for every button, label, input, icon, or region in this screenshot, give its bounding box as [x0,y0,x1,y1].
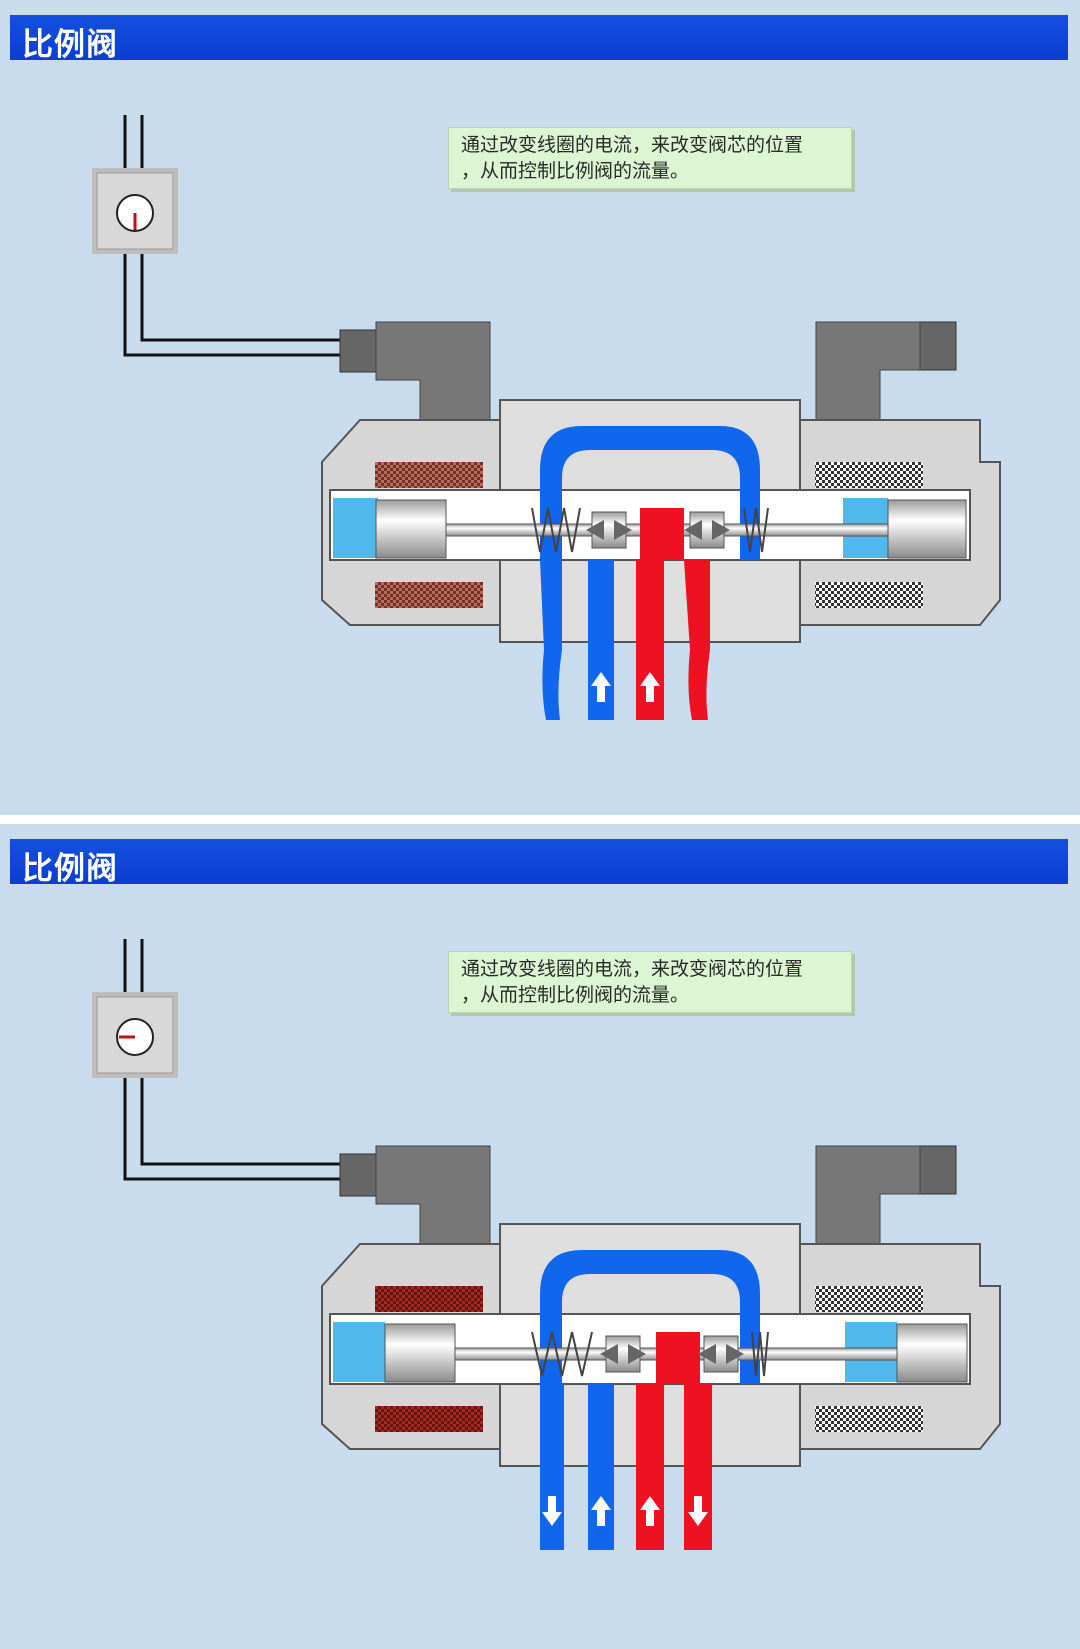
left-plunger [375,499,447,559]
right-spring [743,507,769,553]
flow-arrow-down-icon [688,1496,708,1526]
right-coil-top [815,462,923,488]
left-coil-top [375,1286,483,1312]
left-coil-top [375,462,483,488]
flow-bridge-blue [540,1250,760,1384]
note-line-2: ，从而控制比例阀的流量。 [461,984,690,1006]
left-spring [531,507,581,553]
left-spring [531,1331,593,1377]
title-bar: 比例阀 [10,15,1068,63]
explanation-note: 通过改变线圈的电流，来改变阀芯的位置 ，从而控制比例阀的流量。 [448,127,852,189]
slide-2: 比例阀 通过改变线圈的电流，来改变阀芯的位置 ，从而控制比例阀的流量。 [0,824,1080,1649]
title-bar: 比例阀 [10,839,1068,887]
right-coil-top [815,1286,923,1312]
flow-arrow-up-icon [640,1496,660,1526]
flow-arrow-up-icon [640,672,660,702]
slide-title: 比例阀 [22,27,118,63]
slide-2-panel: 比例阀 通过改变线圈的电流，来改变阀芯的位置 ，从而控制比例阀的流量。 [0,824,1080,1649]
right-plunger [896,1323,968,1383]
note-line-2: ，从而控制比例阀的流量。 [461,160,690,182]
flow-arrow-up-icon [591,672,611,702]
right-coil-bottom [815,1406,923,1432]
right-plunger [887,499,967,559]
slide-1: 比例阀 通过改变线圈的电流，来改变阀芯的位置 ，从而控制比例阀的流量。 [0,0,1080,815]
slide-title: 比例阀 [22,851,118,887]
left-coil-bottom [375,1406,483,1432]
slide-1-panel: 比例阀 通过改变线圈的电流，来改变阀芯的位置 ，从而控制比例阀的流量。 [0,0,1080,815]
right-solenoid-connector [815,321,957,421]
note-line-1: 通过改变线圈的电流，来改变阀芯的位置 [461,134,804,156]
flow-arrow-up-icon [591,1496,611,1526]
left-plunger [384,1323,456,1383]
right-spring [751,1331,769,1377]
current-meter-icon [92,168,178,254]
note-line-1: 通过改变线圈的电流，来改变阀芯的位置 [461,958,804,980]
right-solenoid-connector [815,1145,957,1245]
port-channels [540,508,710,720]
valve-diagram-1 [0,0,1080,815]
valve-diagram-2 [0,824,1080,1649]
spool-lands [600,1335,744,1373]
left-solenoid-connector [339,321,491,421]
explanation-note: 通过改变线圈的电流，来改变阀芯的位置 ，从而控制比例阀的流量。 [448,951,852,1013]
current-meter-icon [92,992,178,1078]
spool-lands [586,511,730,549]
left-solenoid-connector [339,1145,491,1245]
right-coil-bottom [815,582,923,608]
left-chamber [333,498,378,558]
left-coil-bottom [375,582,483,608]
left-chamber [333,1322,385,1382]
flow-arrow-down-icon [542,1496,562,1526]
flow-bridge-blue [540,426,760,560]
